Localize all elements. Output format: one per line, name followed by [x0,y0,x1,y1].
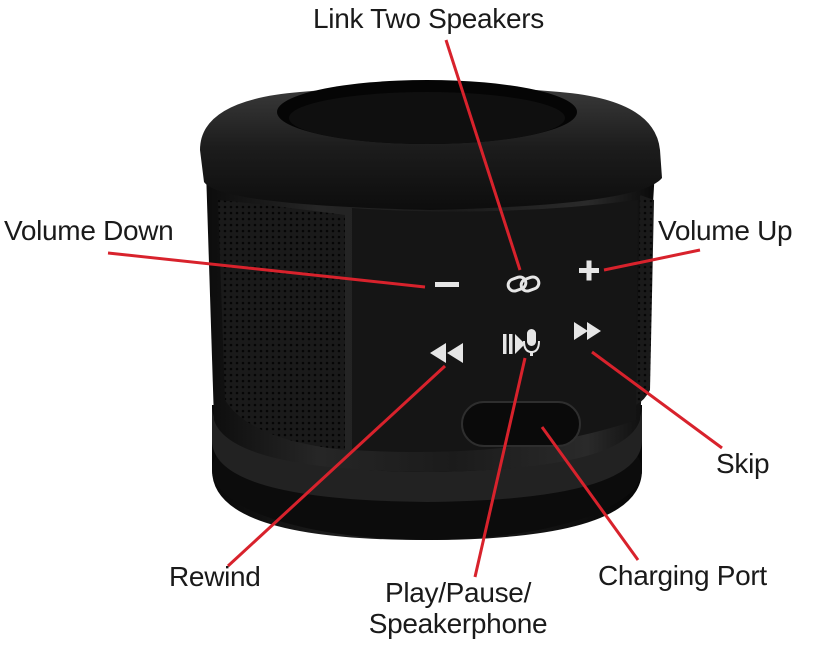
label-charging-port: Charging Port [598,560,767,591]
speaker-grille [218,200,345,450]
play-pause-mic-icon[interactable] [503,329,540,356]
fast-forward-icon[interactable] [574,322,601,340]
leader-line-skip [591,350,723,450]
label-play-pause-speakerphone: Play/Pause/ Speakerphone [350,577,566,639]
label-skip: Skip [716,448,770,479]
label-rewind: Rewind [169,561,261,592]
link-chain-icon[interactable] [506,275,541,293]
minus-icon[interactable] [435,282,459,287]
charging-port [461,401,581,447]
label-link-two-speakers: Link Two Speakers [313,3,544,34]
leader-line-volume-down [107,251,426,289]
label-volume-down: Volume Down [4,215,174,246]
rewind-icon[interactable] [430,343,463,363]
label-play-pause-line1: Play/Pause/ [384,577,532,608]
plus-icon[interactable] [579,260,599,281]
control-panel [352,200,638,452]
label-volume-up: Volume Up [658,215,793,246]
leader-lines [107,39,723,578]
label-play-pause-line2: Speakerphone [368,608,548,639]
leader-line-play [473,357,527,578]
leader-line-charging [540,426,640,561]
leader-line-link [444,39,522,271]
leader-line-volume-up [603,248,701,272]
leader-line-rewind [226,364,447,568]
